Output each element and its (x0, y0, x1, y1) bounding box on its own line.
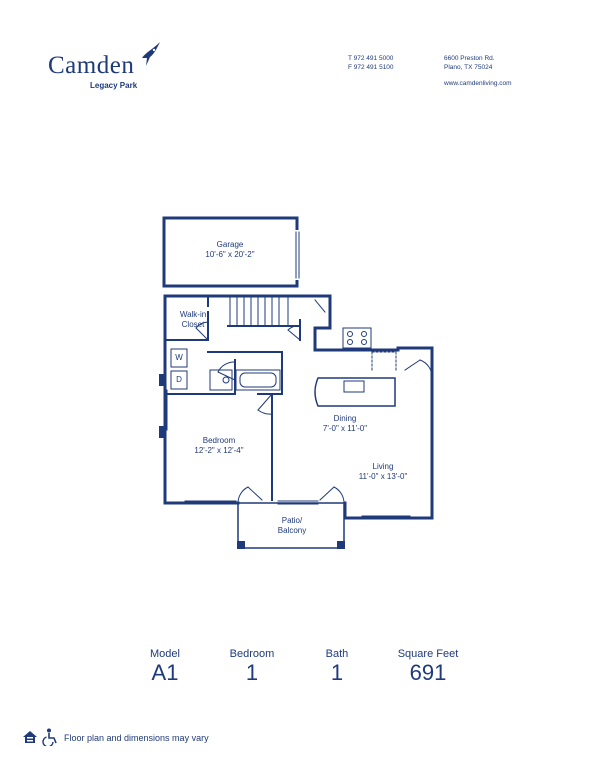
closet-line1: Walk-in (179, 310, 207, 319)
contact-phones: T 972 491 5000 F 972 491 5100 (348, 54, 394, 72)
bath-count-value: 1 (330, 660, 344, 685)
brand-logo-text: Camden (48, 52, 135, 79)
website-link[interactable]: www.camdenliving.com (444, 80, 512, 87)
hummingbird-logo-icon (142, 42, 160, 66)
living-name: Living (372, 462, 394, 471)
living-dims: 11'-0" x 13'-0" (358, 472, 408, 481)
closet-label: Walk-in Closet (170, 310, 216, 330)
fax-text: F 972 491 5100 (348, 64, 394, 71)
bedroom-count-value: 1 (245, 660, 259, 685)
outer-wall-top (163, 294, 332, 330)
bedroom-count-label: Bedroom (229, 648, 275, 660)
model-label: Model (150, 648, 180, 660)
closet-line2: Closet (181, 320, 205, 329)
patio-line1: Patio/ (281, 516, 303, 525)
square-feet-label: Square Feet (397, 648, 459, 660)
patio-line2: Balcony (277, 526, 307, 535)
square-feet-value: 691 (409, 660, 447, 685)
bedroom-label: Bedroom 12'-2" x 12'-4" (174, 436, 264, 456)
address-line1: 6600 Preston Rd. (444, 55, 495, 62)
address-line2: Plano, TX 75024 (444, 64, 493, 71)
living-label: Living 11'-0" x 13'-0" (338, 462, 428, 482)
contact-address: 6600 Preston Rd. Plano, TX 75024 (444, 54, 495, 72)
community-name: Legacy Park (90, 81, 138, 90)
washer-label: W (175, 353, 183, 362)
dining-dims: 7'-0" x 11'-0" (322, 424, 368, 433)
disclaimer-text: Floor plan and dimensions may vary (64, 733, 209, 743)
bedroom-name: Bedroom (202, 436, 236, 445)
patio-outline (237, 502, 345, 549)
outer-wall-right (313, 326, 434, 520)
phone-text: T 972 491 5000 (348, 55, 394, 62)
model-value: A1 (151, 660, 179, 685)
dining-name: Dining (333, 414, 357, 423)
bedroom-dims: 12'-2" x 12'-4" (194, 446, 244, 455)
bath-count-label: Bath (325, 648, 349, 660)
garage-name: Garage (216, 240, 244, 249)
garage-dims: 10'-6" x 20'-2" (205, 250, 255, 259)
patio-label: Patio/ Balcony (262, 516, 322, 536)
garage-label: Garage 10'-6" x 20'-2" (180, 240, 280, 260)
wheelchair-icon (42, 728, 57, 746)
dryer-label: D (176, 375, 182, 384)
equal-housing-icon (23, 731, 37, 743)
dining-label: Dining 7'-0" x 11'-0" (300, 414, 390, 434)
